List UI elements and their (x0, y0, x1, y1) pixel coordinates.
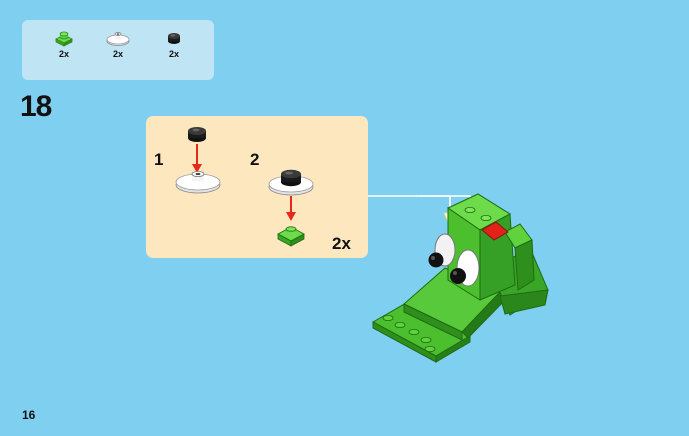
white-round-plate-eye-icon (106, 32, 130, 46)
white-round-plate-eye-icon (175, 171, 221, 194)
black-round-tile-icon (168, 33, 180, 44)
substep-label: 1 (154, 150, 164, 169)
sub-assembly-callout: 1 2 2x (146, 116, 368, 258)
black-round-tile-icon (188, 127, 206, 142)
parts-list-item: 2x (98, 26, 138, 59)
sub-assembly-illustration (175, 127, 314, 247)
frog-model (371, 193, 549, 363)
parts-list-item: 2x (44, 26, 84, 59)
parts-list-item: 2x (154, 26, 194, 59)
parts-list-panel: 2x 2x 2x (22, 20, 214, 80)
callout-connector-line (420, 195, 451, 215)
green-plate-1x1-icon (277, 226, 305, 247)
substep-label: 2 (250, 150, 260, 169)
down-arrow-icon (192, 144, 202, 173)
sub-assembly-multiplier: 2x (332, 234, 351, 253)
part-quantity: 2x (168, 49, 179, 59)
part-quantity: 2x (112, 49, 123, 59)
part-quantity: 2x (58, 49, 69, 59)
page-number: 16 (22, 408, 36, 422)
step-number: 18 (20, 90, 52, 123)
eye-assembly-icon (268, 169, 314, 196)
green-plate-1x1-icon (55, 31, 73, 47)
down-arrow-icon (286, 196, 296, 221)
